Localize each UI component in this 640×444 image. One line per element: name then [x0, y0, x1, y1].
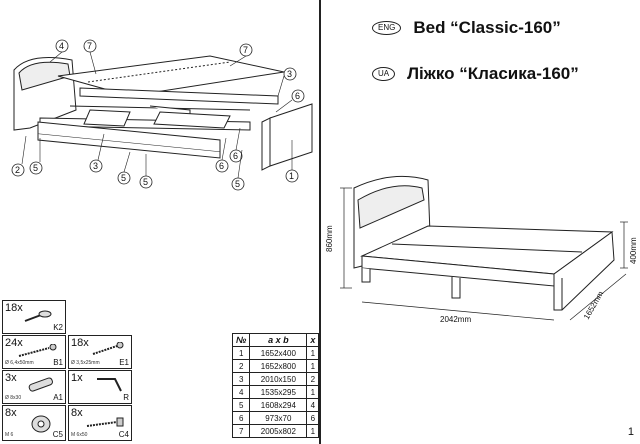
hardware-code: R: [123, 393, 129, 402]
hardware-code: A1: [53, 393, 63, 402]
dim-width: 1652mm: [582, 289, 606, 321]
hardware-size: Ø 8x30: [5, 395, 22, 401]
callout-6a: 6: [295, 91, 300, 101]
parts-table-header: № a x b x: [231, 333, 320, 347]
hardware-qty: 18x: [71, 337, 89, 349]
dim-height-foot: 400mm: [629, 237, 638, 264]
callout-5d: 5: [235, 179, 240, 189]
hardware-size: Ø 3,5x25mm: [71, 360, 100, 366]
callout-1: 1: [289, 171, 294, 181]
ua-badge: UA: [372, 67, 396, 81]
dim-height-head: 860mm: [325, 225, 334, 252]
hardware-c4-box: 8x M 6x50 C4: [68, 405, 132, 441]
screw-e1-icon: [92, 342, 124, 355]
col-number: №: [231, 333, 251, 347]
screw-k2-icon: [24, 310, 52, 322]
callout-7a: 7: [87, 41, 92, 51]
callout-3a: 3: [287, 69, 292, 79]
hex-key-r-icon: [97, 378, 122, 392]
hardware-code: C4: [118, 430, 129, 439]
hardware-r-box: 1x R: [68, 370, 132, 404]
bolt-b1-icon: [18, 344, 57, 357]
hardware-qty: 1x: [71, 372, 83, 384]
callout-5b: 5: [121, 173, 126, 183]
hardware-size: Ø 6,4x50mm: [5, 360, 34, 366]
cam-nut-c5-icon: [31, 415, 51, 433]
callout-5c: 5: [143, 177, 148, 187]
hardware-code: B1: [53, 358, 63, 367]
callout-5a: 5: [33, 163, 38, 173]
exploded-view-diagram: 4 7 7 3 6 1 2 5 3 5 5 6 6 5: [11, 39, 313, 191]
assembled-footboard: [553, 231, 615, 311]
ua-title: Ліжко “Класика-160”: [407, 64, 579, 83]
hardware-qty: 3x: [5, 372, 17, 384]
hardware-qty: 8x: [5, 407, 17, 419]
ua-title-row: UA Ліжко “Класика-160”: [372, 64, 579, 84]
hardware-qty: 8x: [71, 407, 83, 419]
hardware-size: M 6: [5, 432, 14, 438]
hardware-k2-box: 18x K2: [2, 300, 66, 334]
bolt-c4-icon: [86, 417, 124, 427]
hardware-code: C5: [52, 430, 63, 439]
callout-7b: 7: [243, 45, 248, 55]
hardware-size: M 6x50: [71, 432, 88, 438]
hardware-a1-box: 3x Ø 8x30 A1: [2, 370, 66, 404]
footboard-panel: [269, 103, 313, 167]
hardware-qty: 18x: [5, 302, 23, 314]
dowel-a1-icon: [28, 377, 53, 392]
hardware-e1-box: 18x Ø 3,5x25mm E1: [68, 335, 132, 369]
hardware-code: E1: [119, 358, 129, 367]
assembled-bed-diagram: 860mm 400mm 2042mm 1652mm: [325, 175, 638, 324]
eng-title: Bed “Classic-160”: [413, 18, 561, 37]
page-number: 1: [627, 426, 634, 438]
hardware-b1-box: 24x Ø 6,4x50mm B1: [2, 335, 66, 369]
hardware-c5-box: 8x M 6 C5: [2, 405, 66, 441]
col-quantity: x: [306, 333, 320, 347]
callout-2: 2: [15, 165, 20, 175]
callout-6c: 6: [233, 151, 238, 161]
callout-3b: 3: [93, 161, 98, 171]
hardware-code: K2: [53, 323, 63, 332]
hardware-qty: 24x: [5, 337, 23, 349]
eng-badge: ENG: [372, 21, 402, 35]
eng-title-row: ENG Bed “Classic-160”: [372, 18, 561, 38]
col-dimensions: a x b: [249, 333, 308, 347]
callout-6b: 6: [219, 161, 224, 171]
page-divider: [319, 0, 321, 444]
callout-4: 4: [59, 41, 64, 51]
dim-length: 2042mm: [440, 315, 471, 324]
